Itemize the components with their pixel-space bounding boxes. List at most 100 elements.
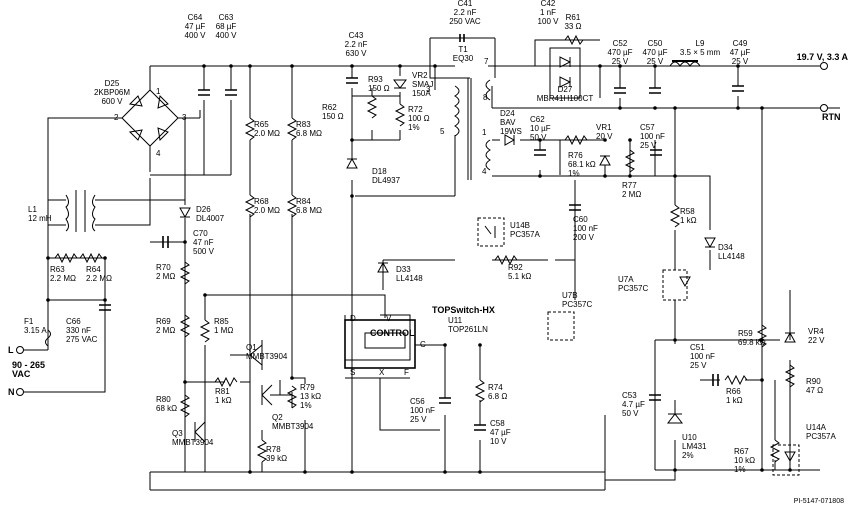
d26-label-line-2: DL4007 [196,214,225,223]
u10-label-line-2: LM431 [682,442,707,451]
c49-label-line-3: 25 V [732,57,749,66]
u11-pin-c: C [420,340,426,349]
terminal-l [16,346,24,354]
c50-label-line-2: 470 µF [642,48,667,57]
r58-label-line-2: 1 kΩ [680,216,697,225]
transistor-symbols [194,384,273,443]
u11-label-line-2: TOP261LN [448,325,488,334]
c57-label-line-2: 100 nF [640,132,665,141]
u11-pin-x-line-1: X [379,368,385,377]
resistor-symbols [54,34,796,463]
c52-label-line-1: C52 [613,39,628,48]
c62-label-line-1: C62 [530,115,545,124]
c41-label-line-1: C41 [458,0,473,8]
input-voltage-label-line-1: 90 - 265 [12,360,45,370]
bridge-pin-2: 2 [114,113,119,122]
r85-label-line-2: 1 MΩ [214,326,233,335]
r69-label-line-2: 2 MΩ [156,326,175,335]
t1-pin-3: 3 [426,85,431,94]
diode-symbols [179,47,796,343]
u11-pin-c-line-1: C [420,340,426,349]
u11-pin-s-line-1: S [350,368,355,377]
vr4-label-line-1: VR4 [808,327,824,336]
c52-label-line-3: 25 V [612,57,629,66]
u11-control-label-line-1: CONTROL [370,328,415,338]
r80-label-line-2: 68 kΩ [156,404,177,413]
r92-label-line-1: R92 [508,263,523,272]
d24-label-line-1: D24 [500,109,515,118]
r78-label-line-1: R78 [266,445,281,454]
c63-label-line-1: C63 [219,13,234,22]
l9-label-line-2: 3.5 × 5 mm [680,48,721,57]
q2-label-line-1: Q2 [272,413,283,422]
c66-label-line-2: 330 nF [66,326,91,335]
r64-label-line-2: 2.2 MΩ [86,274,112,283]
bridge-pin-1-line-1: 1 [156,87,161,96]
d24-label-line-2: BAV [500,118,516,127]
inductor-l9-symbol [669,60,701,67]
c42-label-line-1: C42 [541,0,556,8]
c51-label-line-2: 100 nF [690,352,715,361]
c63-label-line-3: 400 V [216,31,238,40]
c56-label-line-3: 25 V [410,415,427,424]
u10-label-line-3: 2% [682,451,694,460]
u7b-label-line-2: PC357C [562,300,592,309]
r62-label-line-1: R62 [322,103,337,112]
r76-label-line-2: 68.1 kΩ [568,160,596,169]
terminal-output [820,62,828,70]
r76-label-line-1: R76 [568,151,583,160]
c64-label-line-2: 47 µF [185,22,206,31]
terminals [16,62,828,396]
d25-label-line-2: 2KBP06M [94,88,130,97]
u10-label-line-1: U10 [682,433,697,442]
c56-label-line-1: C56 [410,397,425,406]
c60-label-line-1: C60 [573,215,588,224]
r93-label-line-1: R93 [368,75,383,84]
l1-label-line-1: L1 [28,205,37,214]
c70-label-line-1: C70 [193,229,208,238]
t1-pin-5-line-1: 5 [440,127,445,136]
fuse-f1-symbol [45,329,51,347]
bridge-pin-3: 3 [182,113,187,122]
transformer-t1-symbol [429,37,496,180]
r84-label-line-1: R84 [296,197,311,206]
r78-label-line-2: 39 kΩ [266,454,287,463]
t1-label-line-2: EQ30 [453,54,474,63]
t1-pin-4-line-1: 4 [482,167,487,176]
c63-label-line-2: 68 µF [216,22,237,31]
c43-label-line-2: 2.2 nF [345,40,368,49]
r79-label-line-3: 1% [300,401,312,410]
r68-label-line-2: 2.0 MΩ [254,206,280,215]
d34-label-line-1: D34 [718,243,733,252]
d18-label-line-1: D18 [372,167,387,176]
t1-pin-8: 8 [483,93,488,102]
c49-label-line-2: 47 µF [730,48,751,57]
terminal-l-label-line-1: L [8,345,14,355]
topswitch-title: TOPSwitch-HX [432,305,495,315]
